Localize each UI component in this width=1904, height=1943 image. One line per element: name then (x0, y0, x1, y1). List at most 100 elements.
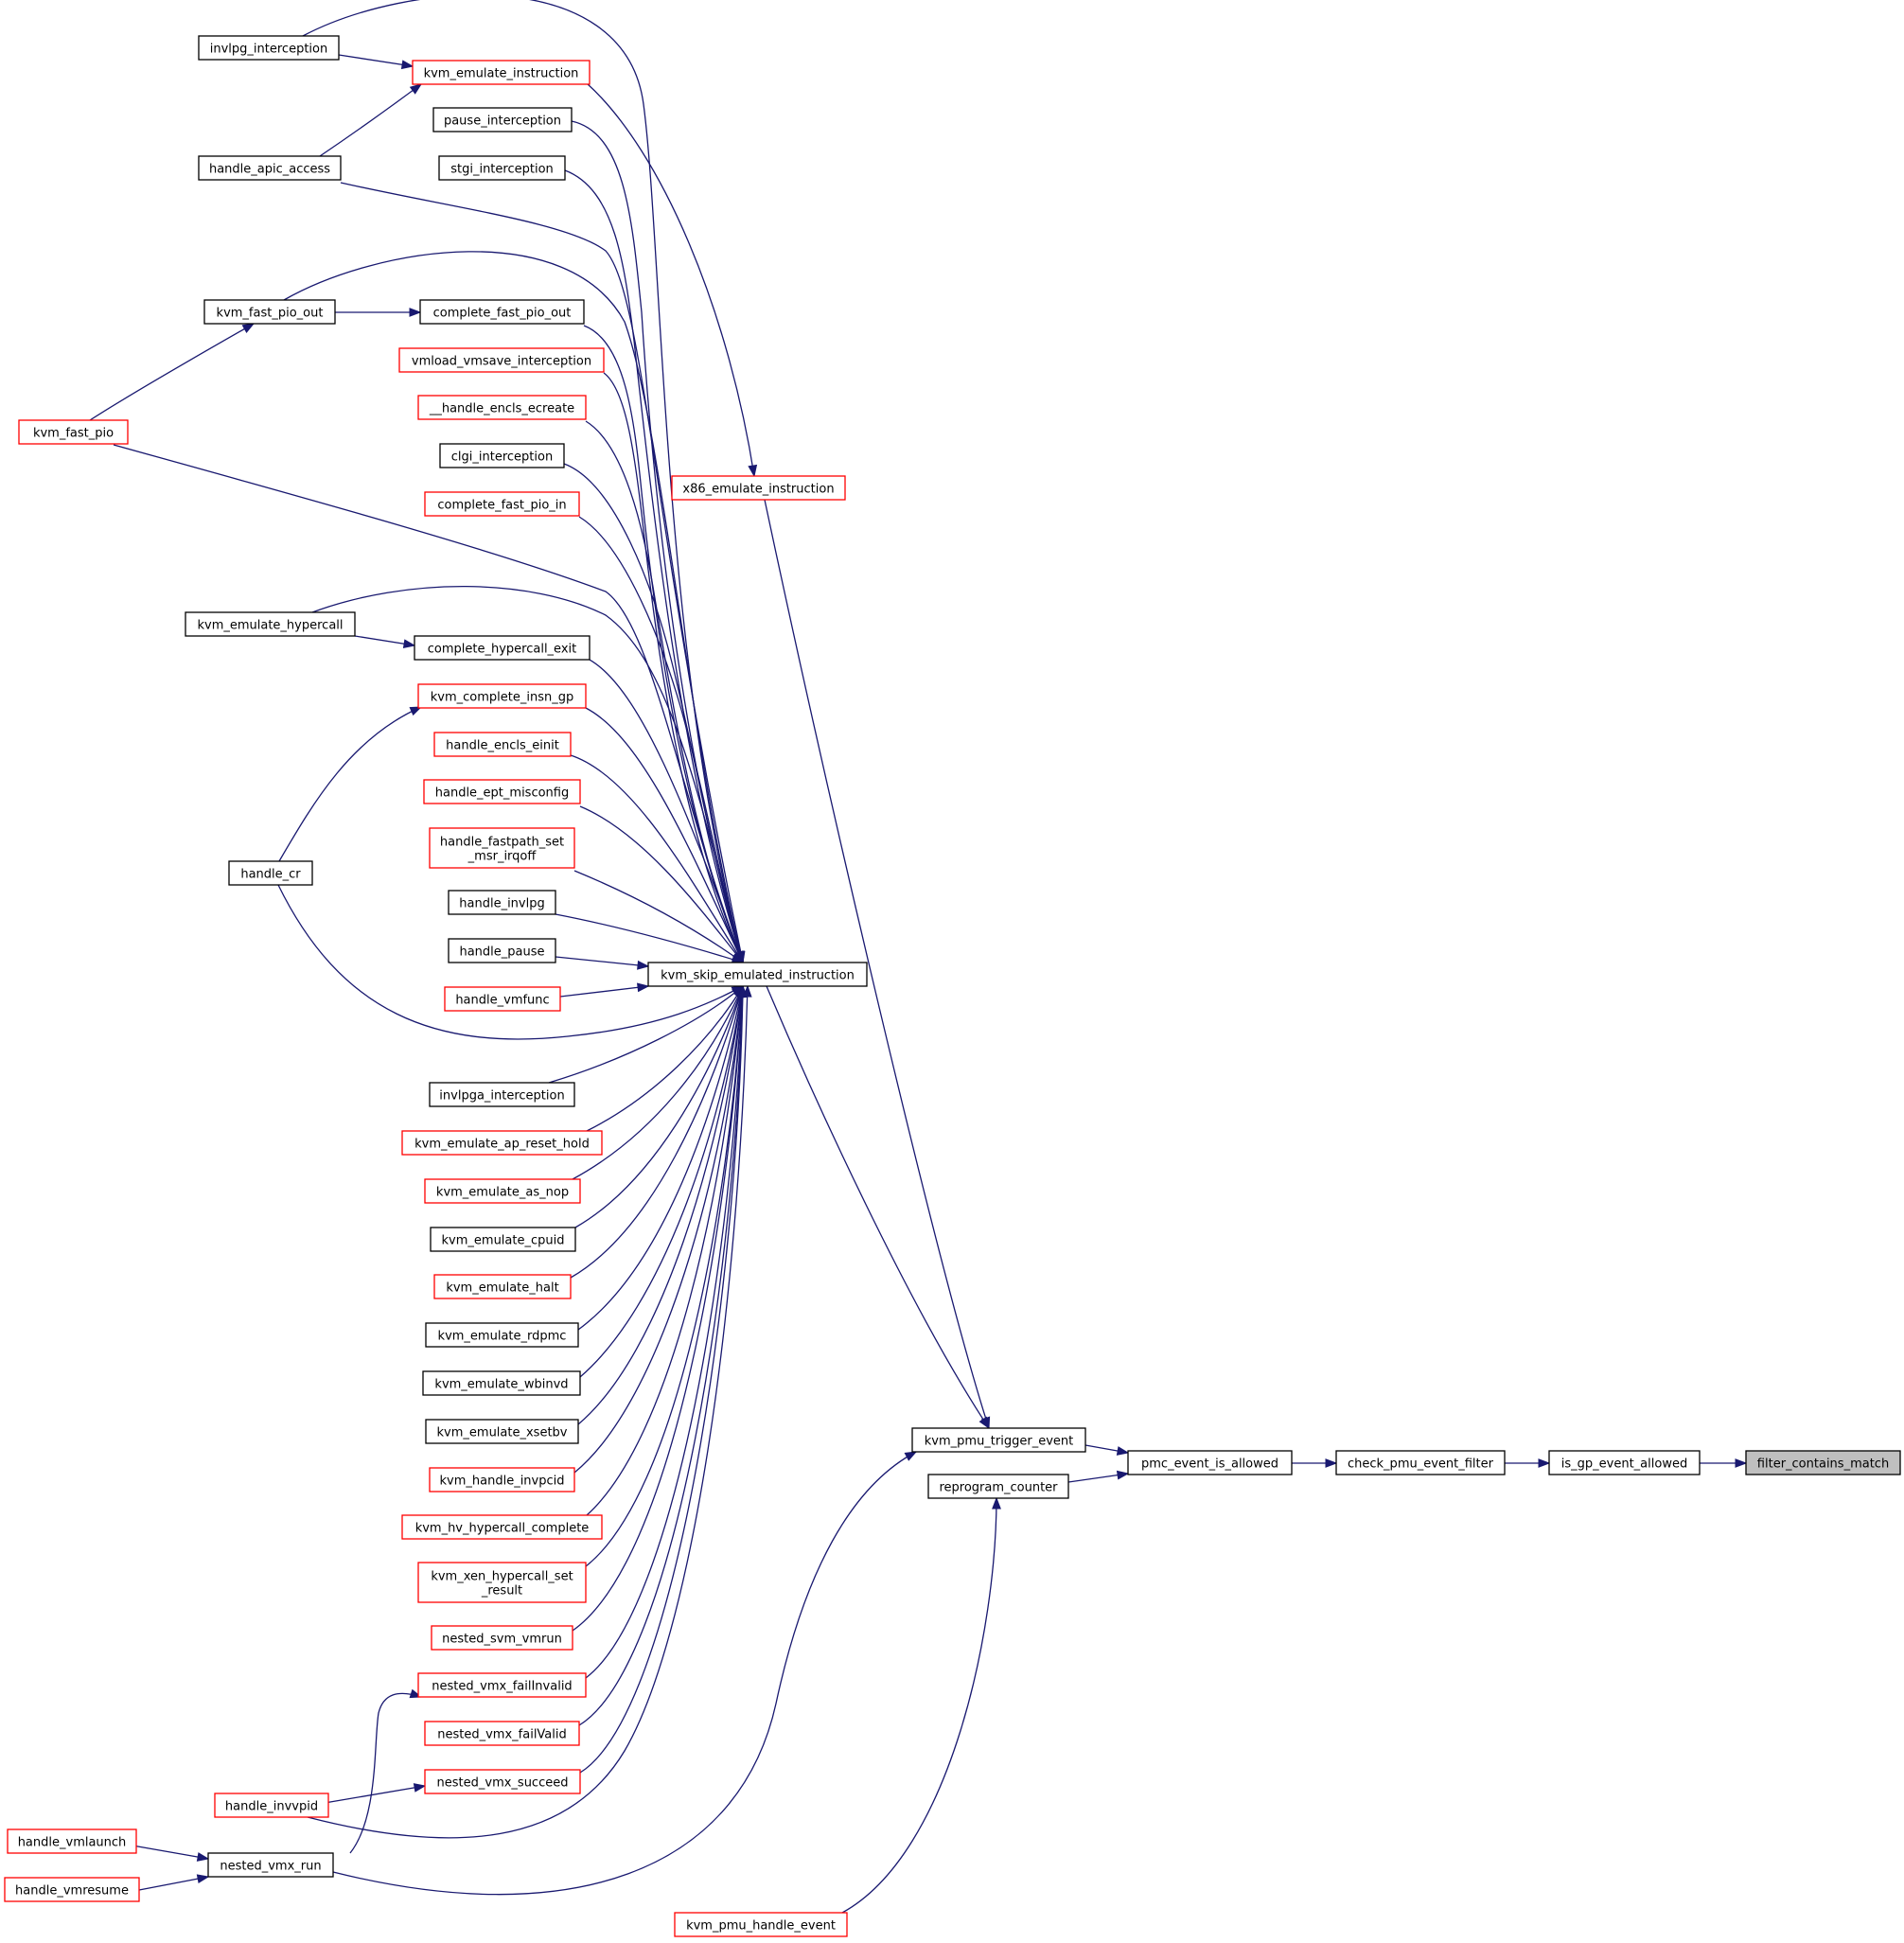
node-handle_vmfunc[interactable]: handle_vmfunc (444, 986, 561, 1012)
node-box[interactable] (424, 1721, 580, 1746)
node-box[interactable] (425, 1322, 579, 1348)
node-box[interactable] (185, 611, 356, 637)
node-box[interactable] (429, 1467, 575, 1493)
node-handle_vmlaunch[interactable]: handle_vmlaunch (7, 1828, 137, 1854)
node-box[interactable] (419, 299, 585, 325)
node-box[interactable] (4, 1877, 140, 1902)
node-box[interactable] (448, 890, 556, 915)
node-box[interactable] (927, 1474, 1069, 1499)
node-check_pmu_event_filter[interactable]: check_pmu_event_filter (1335, 1450, 1506, 1475)
node-kvm_emulate_as_nop[interactable]: kvm_emulate_as_nop (424, 1178, 581, 1204)
node-box[interactable] (1335, 1450, 1506, 1475)
node-kvm_emulate_ap_reset_hold[interactable]: kvm_emulate_ap_reset_hold (401, 1130, 603, 1156)
node-box[interactable] (228, 860, 313, 886)
node-box[interactable] (432, 107, 573, 132)
node-handle_invlpg[interactable]: handle_invlpg (448, 890, 556, 915)
node-box[interactable] (417, 683, 587, 709)
node-kvm_hv_hypercall_complete[interactable]: kvm_hv_hypercall_complete (401, 1514, 603, 1540)
node-handle_apic_access[interactable]: handle_apic_access (198, 155, 342, 181)
node-box[interactable] (198, 35, 340, 61)
node-nested_vmx_succeed[interactable]: nested_vmx_succeed (424, 1769, 581, 1794)
node-pmc_event_is_allowed[interactable]: pmc_event_is_allowed (1127, 1450, 1293, 1475)
node-x86_emulate_instruction[interactable]: x86_emulate_instruction (671, 475, 846, 501)
node-handle_vmresume[interactable]: handle_vmresume (4, 1877, 140, 1902)
node-nested_vmx_failInvalid[interactable]: nested_vmx_failInvalid (417, 1672, 587, 1698)
node-complete_fast_pio_in[interactable]: complete_fast_pio_in (424, 491, 580, 517)
node-pause_interception[interactable]: pause_interception (432, 107, 573, 132)
node-box[interactable] (444, 986, 561, 1012)
node-box[interactable] (414, 635, 591, 661)
node-box[interactable] (7, 1828, 137, 1854)
node-invlpga_interception[interactable]: invlpga_interception (429, 1082, 575, 1107)
node-box[interactable] (647, 962, 868, 987)
node-box[interactable] (398, 347, 605, 373)
node-kvm_emulate_cpuid[interactable]: kvm_emulate_cpuid (430, 1227, 576, 1252)
node-handle_fastpath_set_msr_irqoff[interactable]: handle_fastpath_set_msr_irqoff (429, 827, 575, 869)
node-kvm_skip_emulated_instruction[interactable]: kvm_skip_emulated_instruction (647, 962, 868, 987)
node-kvm_pmu_handle_event[interactable]: kvm_pmu_handle_event (674, 1912, 848, 1937)
node-box[interactable] (1127, 1450, 1293, 1475)
node-box[interactable] (429, 827, 575, 869)
node-box[interactable] (1548, 1450, 1701, 1475)
node-box[interactable] (401, 1130, 603, 1156)
node-stgi_interception[interactable]: stgi_interception (438, 155, 566, 181)
node-__handle_encls_ecreate[interactable]: __handle_encls_ecreate (417, 395, 587, 420)
node-nested_svm_vmrun[interactable]: nested_svm_vmrun (431, 1625, 573, 1651)
node-kvm_emulate_hypercall[interactable]: kvm_emulate_hypercall (185, 611, 356, 637)
node-box[interactable] (401, 1514, 603, 1540)
node-box[interactable] (412, 60, 591, 85)
node-handle_encls_einit[interactable]: handle_encls_einit (433, 732, 572, 757)
node-kvm_complete_insn_gp[interactable]: kvm_complete_insn_gp (417, 683, 587, 709)
node-box[interactable] (424, 1769, 581, 1794)
node-kvm_emulate_instruction[interactable]: kvm_emulate_instruction (412, 60, 591, 85)
node-vmload_vmsave_interception[interactable]: vmload_vmsave_interception (398, 347, 605, 373)
node-box[interactable] (198, 155, 342, 181)
node-box[interactable] (671, 475, 846, 501)
node-box[interactable] (424, 1178, 581, 1204)
node-kvm_pmu_trigger_event[interactable]: kvm_pmu_trigger_event (911, 1427, 1086, 1453)
node-box[interactable] (417, 1672, 587, 1698)
node-box[interactable] (203, 299, 336, 325)
node-box[interactable] (1745, 1450, 1901, 1475)
node-reprogram_counter[interactable]: reprogram_counter (927, 1474, 1069, 1499)
node-box[interactable] (433, 732, 572, 757)
node-box[interactable] (674, 1912, 848, 1937)
node-box[interactable] (417, 395, 587, 420)
node-kvm_emulate_xsetbv[interactable]: kvm_emulate_xsetbv (425, 1419, 579, 1444)
node-nested_vmx_failValid[interactable]: nested_vmx_failValid (424, 1721, 580, 1746)
node-is_gp_event_allowed[interactable]: is_gp_event_allowed (1548, 1450, 1701, 1475)
node-invlpg_interception[interactable]: invlpg_interception (198, 35, 340, 61)
node-kvm_emulate_rdpmc[interactable]: kvm_emulate_rdpmc (425, 1322, 579, 1348)
node-box[interactable] (431, 1625, 573, 1651)
node-box[interactable] (911, 1427, 1086, 1453)
node-filter_contains_match[interactable]: filter_contains_match (1745, 1450, 1901, 1475)
node-kvm_fast_pio[interactable]: kvm_fast_pio (18, 419, 129, 445)
node-box[interactable] (423, 779, 581, 804)
node-box[interactable] (430, 1227, 576, 1252)
node-kvm_emulate_halt[interactable]: kvm_emulate_halt (433, 1274, 572, 1299)
node-kvm_handle_invpcid[interactable]: kvm_handle_invpcid (429, 1467, 575, 1493)
node-box[interactable] (417, 1562, 587, 1603)
node-handle_cr[interactable]: handle_cr (228, 860, 313, 886)
node-clgi_interception[interactable]: clgi_interception (439, 443, 565, 468)
node-nested_vmx_run[interactable]: nested_vmx_run (207, 1852, 334, 1878)
node-handle_pause[interactable]: handle_pause (448, 938, 556, 963)
node-complete_fast_pio_out[interactable]: complete_fast_pio_out (419, 299, 585, 325)
node-box[interactable] (438, 155, 566, 181)
node-box[interactable] (429, 1082, 575, 1107)
node-box[interactable] (425, 1419, 579, 1444)
node-box[interactable] (214, 1793, 329, 1818)
node-box[interactable] (433, 1274, 572, 1299)
node-box[interactable] (424, 491, 580, 517)
node-box[interactable] (448, 938, 556, 963)
node-box[interactable] (422, 1370, 581, 1396)
node-kvm_fast_pio_out[interactable]: kvm_fast_pio_out (203, 299, 336, 325)
node-box[interactable] (207, 1852, 334, 1878)
node-complete_hypercall_exit[interactable]: complete_hypercall_exit (414, 635, 591, 661)
node-handle_invvpid[interactable]: handle_invvpid (214, 1793, 329, 1818)
node-handle_ept_misconfig[interactable]: handle_ept_misconfig (423, 779, 581, 804)
node-kvm_emulate_wbinvd[interactable]: kvm_emulate_wbinvd (422, 1370, 581, 1396)
node-box[interactable] (439, 443, 565, 468)
node-kvm_xen_hypercall_set_result[interactable]: kvm_xen_hypercall_set_result (417, 1562, 587, 1603)
node-box[interactable] (18, 419, 129, 445)
